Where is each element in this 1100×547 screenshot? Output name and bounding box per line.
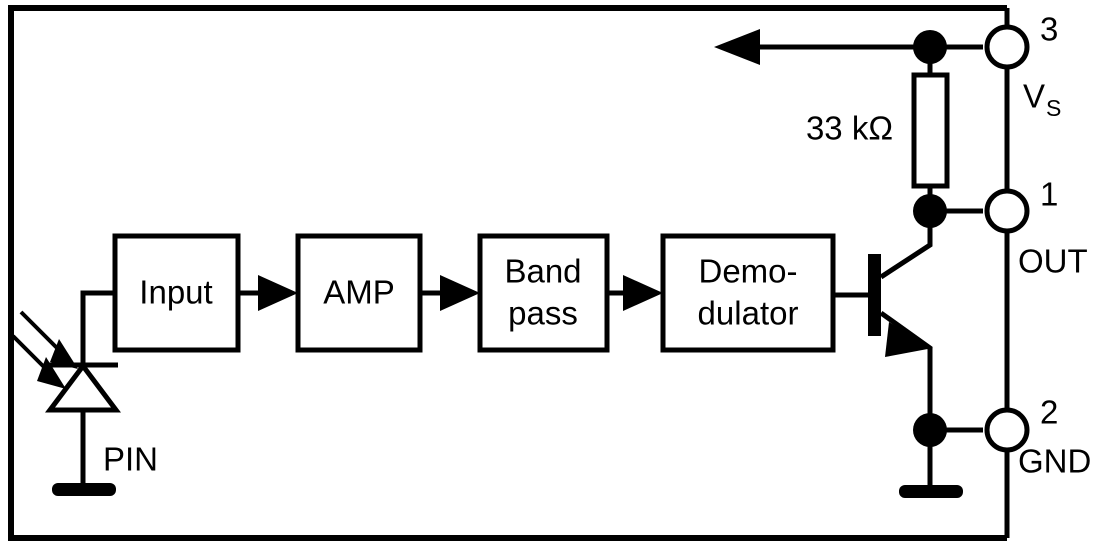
photodiode-cathode-wire (80, 290, 115, 365)
supply-feed-arrow (714, 29, 760, 65)
photodiode-label: PIN (103, 441, 158, 478)
pin-number-2: 2 (1040, 394, 1058, 431)
pin-number-3: 3 (1040, 11, 1058, 48)
pin-number-1: 1 (1040, 176, 1058, 213)
block-input-label: Input (139, 274, 212, 311)
pin-terminal-2[interactable] (984, 407, 1030, 453)
transistor-emitter-arrow (885, 322, 933, 357)
package-boundary (8, 5, 1007, 541)
pin-name-2: GND (1018, 443, 1091, 480)
block-input[interactable] (112, 233, 241, 353)
ground-symbol-emitter (899, 485, 963, 498)
block-amp-label: AMP (323, 274, 395, 311)
ground-symbol-photodiode (52, 483, 116, 496)
block-bandpass-label-line1: Band (504, 253, 581, 290)
block-demodulator-label-line2: dulator (698, 295, 799, 332)
signal-arrow-bandpass-to-demodulator (607, 275, 663, 311)
pin-terminal-1[interactable] (984, 188, 1030, 234)
resistor-body (911, 72, 950, 189)
resistor-label: 33 kΩ (806, 110, 893, 147)
pin-name-3-main: V (1023, 78, 1045, 115)
pin-name-3-subscript: S (1046, 95, 1061, 121)
pin-terminal-3[interactable] (984, 24, 1030, 70)
light-arrow-lower (11, 334, 66, 389)
junction-dot-out (913, 194, 947, 228)
photodiode-triangle (45, 361, 121, 413)
transistor-base-bar (868, 254, 881, 336)
signal-arrow-amp-to-bandpass (420, 275, 480, 311)
block-bandpass-label-line2: pass (508, 295, 578, 332)
pin-name-1: OUT (1018, 243, 1088, 280)
signal-arrow-input-to-amp (238, 275, 298, 311)
junction-dot-vs (913, 30, 947, 64)
pin-name-3: V S (1023, 78, 1061, 121)
block-demodulator-label-line1: Demo- (698, 253, 797, 290)
light-arrow-upper (19, 310, 78, 369)
